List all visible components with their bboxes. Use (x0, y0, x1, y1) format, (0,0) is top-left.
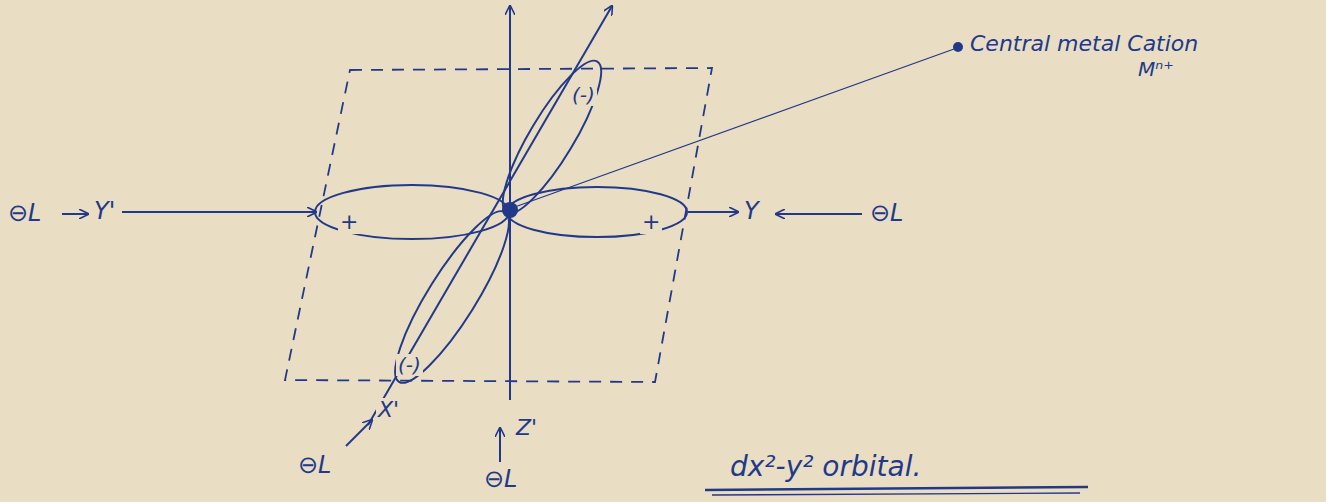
ion-symbol: Mⁿ⁺ (1136, 58, 1176, 80)
axis-label: Y (742, 198, 761, 224)
caption-underline (705, 487, 1088, 490)
phase-sign: (-) (396, 354, 423, 376)
caption: dx²-y² orbital. (728, 452, 923, 483)
axis-label: Z' (514, 416, 539, 440)
axis-label: Y' (92, 198, 117, 224)
leader-line (512, 49, 954, 208)
lobe-top (488, 50, 616, 224)
lobe-bottom (379, 199, 526, 394)
lobe-right (507, 187, 687, 237)
ligand-symbol: ⊖L (6, 200, 43, 226)
axis-label: X' (376, 398, 401, 422)
leader-dot (953, 42, 963, 52)
ligand-arrow-right (776, 213, 862, 215)
y-axis-left (122, 211, 316, 213)
x-axis (368, 6, 612, 425)
caption-underline (712, 493, 1080, 495)
ligand-arrow-z (499, 428, 501, 462)
y-axis-right (688, 211, 738, 213)
phase-sign: + (338, 210, 360, 234)
ligand-symbol: ⊖L (482, 466, 519, 492)
lobe-left (315, 185, 509, 239)
callout-text: Central metal Cation (968, 32, 1200, 56)
phase-sign: + (640, 210, 662, 234)
ligand-symbol: ⊖L (868, 200, 905, 226)
dashed-frame (285, 68, 712, 382)
metal-center (502, 202, 518, 218)
phase-sign: (-) (570, 84, 597, 106)
ligand-symbol: ⊖L (296, 452, 333, 478)
ligand-arrow-left (62, 213, 88, 215)
ligand-arrow-x (346, 420, 372, 446)
